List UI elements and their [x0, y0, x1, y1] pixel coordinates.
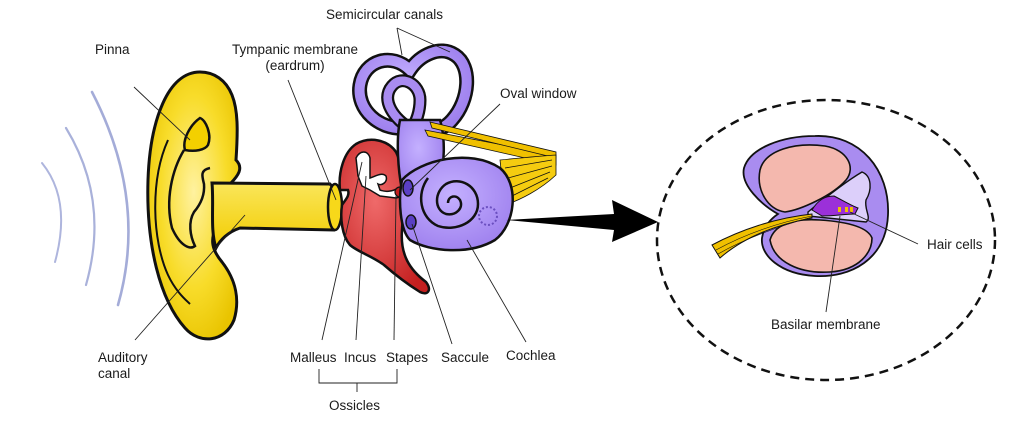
label-malleus: Malleus	[290, 350, 337, 365]
auditory-canal-shape	[210, 181, 344, 252]
label-cochlea: Cochlea	[506, 348, 556, 363]
label-auditory-line2: canal	[98, 366, 131, 381]
zoom-ellipse	[655, 98, 997, 382]
label-tympanic-line1: Tympanic membrane	[231, 42, 359, 57]
cochlea-section-marker	[478, 206, 498, 226]
label-pinna: Pinna	[95, 42, 130, 57]
leader-lines	[133, 27, 919, 392]
cochlea-cross-section	[711, 135, 889, 277]
label-basilar-membrane: Basilar membrane	[771, 317, 881, 332]
scala-vestibuli	[758, 144, 851, 213]
label-incus: Incus	[344, 350, 377, 365]
label-oval-window: Oval window	[500, 86, 577, 101]
sound-wave-2	[64, 126, 96, 287]
leader-hair-cells	[849, 211, 919, 245]
sound-waves	[41, 90, 130, 307]
label-semicircular-canals: Semicircular canals	[326, 7, 444, 22]
label-saccule: Saccule	[441, 350, 490, 365]
leader-incus	[355, 175, 367, 341]
saccule-shape	[405, 214, 417, 230]
sound-wave-1	[41, 162, 63, 263]
cochlea-shape	[398, 156, 514, 252]
label-tympanic-line2: (eardrum)	[265, 58, 325, 73]
label-tympanic-membrane: Tympanic membrane (eardrum)	[225, 42, 365, 74]
nerve-bundle	[424, 121, 557, 206]
middle-ear-shape	[338, 138, 431, 295]
leader-stapes	[393, 195, 397, 341]
ossicles-bracket	[318, 369, 398, 392]
leader-tympanic	[287, 79, 337, 201]
pinna-shape	[146, 70, 242, 341]
leader-basilar	[825, 215, 841, 313]
leader-auditory	[134, 214, 246, 341]
cross-section-nerve	[711, 213, 813, 259]
leader-cochlea	[466, 239, 527, 343]
label-hair-cells: Hair cells	[927, 237, 983, 252]
leader-malleus	[321, 161, 363, 341]
label-auditory-line1: Auditory	[98, 350, 148, 365]
sound-wave-3	[90, 90, 130, 307]
oval-window-shape	[402, 179, 414, 197]
label-ossicles: Ossicles	[329, 398, 381, 413]
label-auditory-canal: Auditory canal	[98, 350, 148, 382]
leader-semicircular-2	[396, 27, 451, 53]
leader-saccule	[411, 223, 453, 345]
leader-pinna	[133, 86, 191, 141]
label-stapes: Stapes	[386, 350, 429, 365]
leader-semicircular-1	[396, 27, 403, 56]
leader-oval-window	[409, 103, 501, 191]
zoom-arrow	[506, 200, 658, 242]
